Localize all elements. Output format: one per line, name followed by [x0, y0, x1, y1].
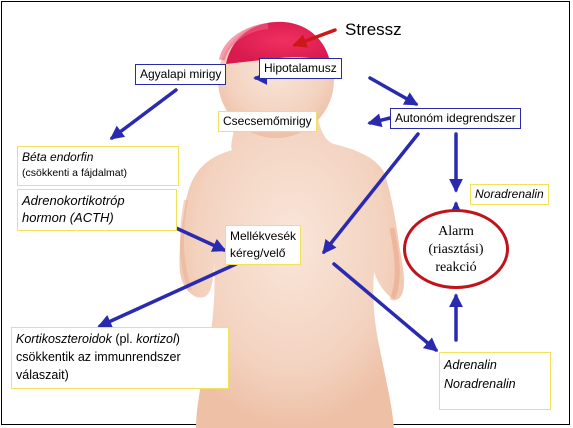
alarm-line-2: (riasztási)	[406, 241, 506, 259]
mellekvese-line-1: Mellékvesék	[230, 228, 296, 245]
kortiko-line-3: válaszait)	[16, 366, 224, 384]
acth-line-1: Adrenokortikotróp	[22, 192, 172, 209]
node-agyalapi-mirigy: Agyalapi mirigy	[135, 64, 226, 85]
arrow-autonom-to-csecsemo	[370, 118, 390, 123]
beta-endorfin-note: (csökkenti a fájdalmat)	[22, 165, 174, 181]
kortiko-line-2: csökkentik az immunrendszer	[16, 348, 224, 366]
node-label: Csecsemőmirigy	[223, 114, 312, 128]
adrenalin-line-1: Adrenalin	[444, 356, 546, 375]
node-alarm-reakcio: Alarm (riasztási) reakció	[403, 209, 509, 289]
alarm-line-1: Alarm	[406, 223, 506, 241]
kortiko-term: Kortikoszteroidok	[16, 332, 112, 346]
node-csecsemomirigy: Csecsemőmirigy	[218, 111, 317, 132]
node-mellekvese: Mellékvesék kéreg/velő	[225, 225, 301, 265]
node-label: Autonóm idegrendszer	[395, 111, 516, 125]
kortiko-line-1: Kortikoszteroidok (pl. kortizol)	[16, 330, 224, 348]
arrow-agyalapi-to-beta	[112, 90, 176, 138]
node-noradrenalin: Noradrenalin	[470, 184, 549, 205]
node-beta-endorfin: Béta endorfin (csökkenti a fájdalmat)	[17, 146, 179, 186]
arrow-hipo-to-autonom	[370, 78, 416, 104]
node-acth: Adrenokortikotróp hormon (ACTH)	[17, 189, 177, 231]
acth-line-2: hormon (ACTH)	[22, 209, 172, 226]
kortiko-kortizol: kortizol	[136, 332, 176, 346]
node-label: Noradrenalin	[475, 187, 544, 201]
node-adrenalin-noradrenalin: Adrenalin Noradrenalin	[439, 352, 551, 410]
node-label: Agyalapi mirigy	[140, 67, 221, 81]
kortiko-paren-open: (pl.	[112, 332, 136, 346]
node-label: Hipotalamusz	[264, 61, 337, 75]
node-hipotalamusz: Hipotalamusz	[259, 58, 342, 79]
kortiko-paren-close: )	[176, 332, 180, 346]
alarm-line-3: reakció	[406, 259, 506, 277]
node-autonom-idegrendszer: Autonóm idegrendszer	[390, 108, 521, 129]
stress-label: Stressz	[345, 20, 402, 40]
beta-endorfin-title: Béta endorfin	[22, 149, 174, 165]
node-kortikoszteroidok: Kortikoszteroidok (pl. kortizol) csökken…	[11, 327, 229, 389]
mellekvese-line-2: kéreg/velő	[230, 245, 296, 262]
adrenalin-line-2: Noradrenalin	[444, 375, 546, 394]
